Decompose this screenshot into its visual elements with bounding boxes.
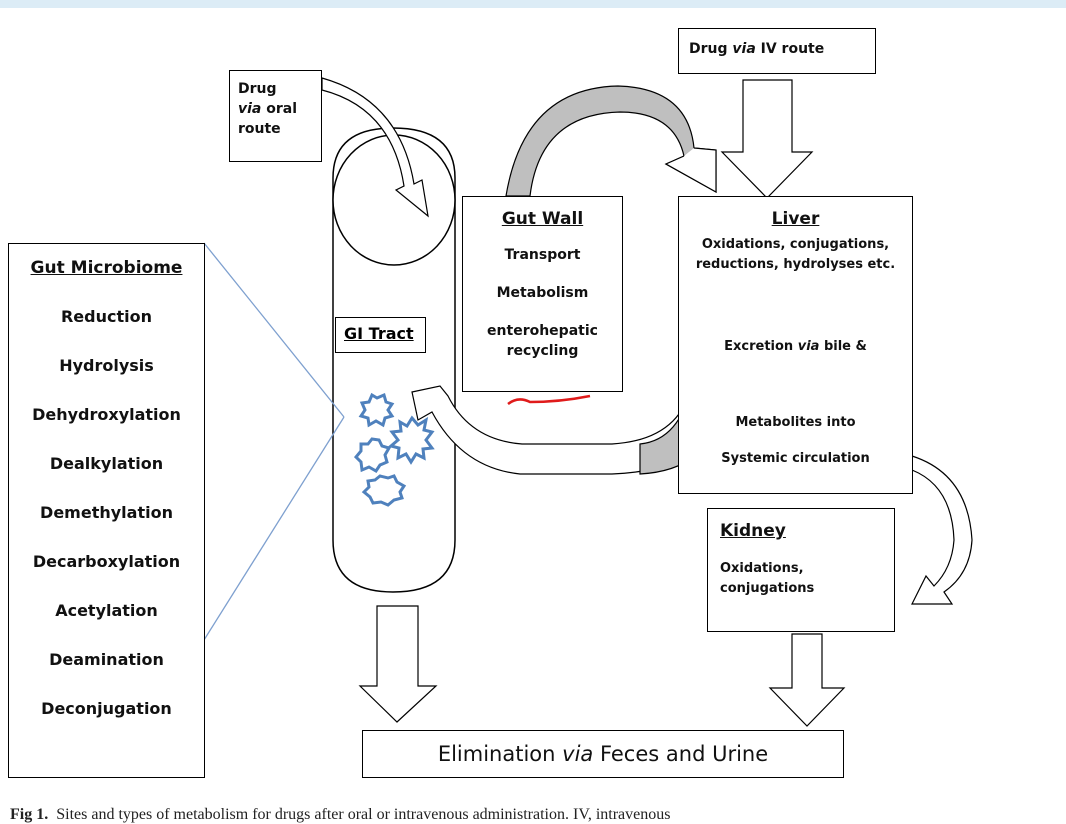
gi-down-arrow [358, 605, 438, 723]
figure-caption: Fig 1. Sites and types of metabolism for… [10, 806, 1060, 824]
microbiome-item: Decarboxylation [32, 552, 181, 571]
oral-line-1: Drug [238, 81, 277, 97]
gut-wall-item: Metabolism [496, 285, 589, 301]
elimination-suffix: Feces and Urine [593, 742, 769, 766]
liver-title: Liver [771, 209, 820, 229]
iv-via: via [732, 41, 756, 57]
liver-excretion-via: via [797, 339, 820, 354]
gi-tract-label: GI Tract [335, 317, 426, 353]
oral-route-box: Drug via oral route [229, 70, 322, 162]
gut-wall-to-liver-arrow [505, 85, 717, 197]
microbiome-item: Hydrolysis [59, 356, 154, 375]
microbiome-item: Deconjugation [41, 699, 172, 718]
stomach-ellipse [332, 134, 456, 266]
microbiome-item: Acetylation [55, 601, 158, 620]
kidney-down-arrow [768, 633, 846, 727]
oral-line-2: oral [261, 101, 298, 117]
liver-line-1: Oxidations, conjugations, [701, 237, 890, 252]
microbiome-item: Demethylation [40, 503, 173, 522]
iv-route-box: Drug via IV route [678, 28, 876, 74]
kidney-title: Kidney [720, 521, 786, 541]
liver-line-2: reductions, hydrolyses etc. [695, 257, 896, 272]
top-bar [0, 0, 1066, 8]
microbiome-item: Dealkylation [49, 454, 164, 473]
annotation-underline [507, 394, 591, 406]
microbe-shape [361, 474, 407, 507]
microbe-shape [358, 392, 395, 428]
microbe-shape [387, 415, 435, 465]
kidney-line-1: Oxidations, [720, 561, 804, 576]
microbiome-item: Reduction [60, 307, 152, 326]
iv-down-arrow [720, 79, 814, 199]
figure-label: Fig 1. [10, 806, 49, 823]
elimination-prefix: Elimination [437, 742, 563, 766]
microbiome-item: Dehydroxylation [32, 405, 181, 424]
liver-metab-2: Systemic circulation [721, 451, 870, 466]
gut-wall-item: recycling [506, 343, 579, 359]
gut-microbiome-box: Gut Microbiome Reduction Hydrolysis Dehy… [8, 243, 205, 778]
caption-text: Sites and types of metabolism for drugs … [56, 806, 671, 823]
kidney-line-2: conjugations [720, 581, 815, 596]
microbiome-connector-top [203, 242, 345, 418]
liver-to-kidney-arrow [911, 455, 973, 605]
kidney-box: Kidney Oxidations, conjugations [707, 508, 895, 632]
iv-prefix: Drug [689, 41, 733, 57]
iv-suffix: IV route [755, 41, 825, 57]
liver-box: Liver Oxidations, conjugations, reductio… [678, 196, 913, 494]
oral-route-arrow [321, 77, 429, 218]
liver-excretion-suffix: bile & [819, 339, 867, 354]
liver-excretion-prefix: Excretion [724, 339, 798, 354]
gut-wall-title: Gut Wall [501, 209, 584, 229]
microbiome-connector-bottom [203, 416, 345, 641]
elimination-box: Elimination via Feces and Urine [362, 730, 844, 778]
gut-wall-item: enterohepatic [487, 323, 598, 339]
elimination-via: via [562, 742, 594, 766]
microbiome-title: Gut Microbiome [30, 258, 183, 278]
liver-metab-1: Metabolites into [735, 415, 856, 430]
oral-line-3: route [238, 121, 281, 137]
gut-wall-item: Transport [504, 247, 581, 263]
microbiome-item: Deamination [49, 650, 164, 669]
microbe-shape [353, 437, 392, 473]
gut-wall-box: Gut Wall Transport Metabolism enterohepa… [462, 196, 623, 392]
oral-via: via [238, 101, 262, 117]
